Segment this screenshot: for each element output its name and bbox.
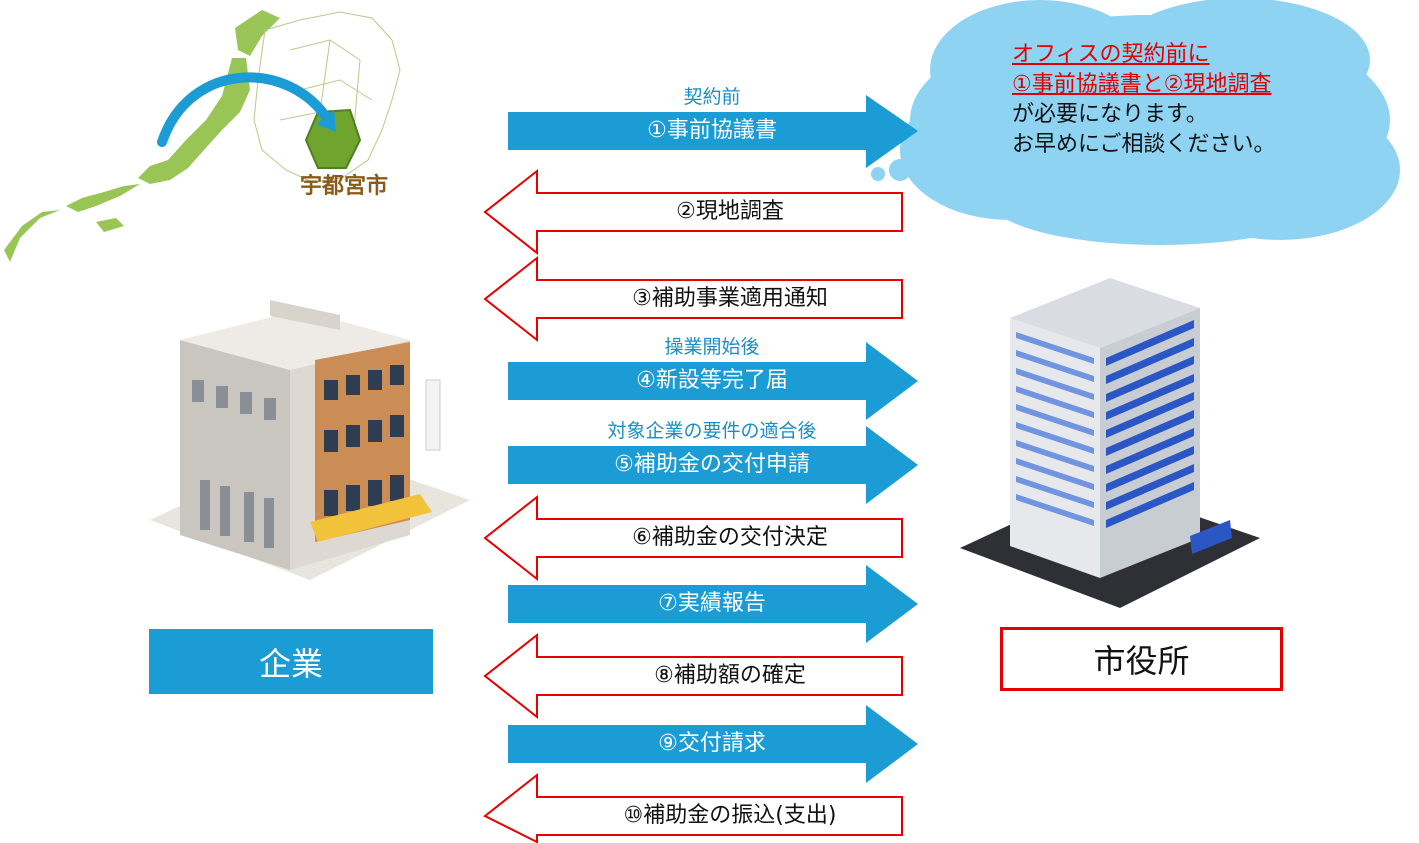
step-8-label: ⑧補助額の確定	[654, 663, 806, 688]
cloud-line-2: ①事前協議書と②現地調査	[1012, 72, 1272, 97]
step-5-label: ⑤補助金の交付申請	[614, 452, 810, 477]
company-building-icon	[150, 300, 470, 580]
caption-after-requirements-met: 対象企業の要件の適合後	[607, 420, 817, 442]
cloud-message: オフィスの契約前に ①事前協議書と②現地調査 が必要になります。 お早めにご相談…	[1012, 40, 1392, 160]
step-6-label: ⑥補助金の交付決定	[632, 525, 828, 550]
arrow-step-8	[483, 632, 903, 720]
cloud-line-1: オフィスの契約前に	[1012, 42, 1210, 67]
step-3-label: ③補助事業適用通知	[632, 286, 828, 311]
company-box: 企業	[149, 629, 433, 694]
arrow-step-7	[508, 565, 918, 643]
step-4-label: ④新設等完了届	[636, 368, 788, 393]
step-7-label: ⑦実績報告	[658, 591, 766, 616]
city-hall-building-icon	[960, 278, 1260, 608]
city-label: 宇都宮市	[300, 174, 389, 199]
japan-map-icon	[4, 10, 401, 262]
step-1-label: ①事前協議書	[647, 118, 777, 143]
arrow-step-9	[508, 705, 918, 783]
cloud-line-4: お早めにご相談ください。	[1012, 132, 1276, 157]
arrow-step-6	[483, 494, 903, 582]
cloud-line-3: が必要になります。	[1012, 102, 1208, 127]
company-label: 企業	[258, 644, 323, 683]
step-2-label: ②現地調査	[676, 199, 784, 224]
step-9-label: ⑨交付請求	[658, 731, 766, 756]
arrow-step-5	[508, 426, 918, 504]
arrow-step-3	[483, 255, 903, 343]
arrow-step-10	[483, 772, 903, 843]
caption-after-operation-start: 操業開始後	[664, 336, 760, 358]
step-10-label: ⑩補助金の振込(支出)	[623, 803, 837, 828]
arrow-step-2	[483, 168, 903, 256]
city-hall-label: 市役所	[1093, 642, 1190, 680]
arrow-step-1	[508, 95, 918, 168]
speech-cloud-icon	[871, 0, 1400, 245]
window-stripes	[1106, 320, 1194, 528]
city-hall-box: 市役所	[1000, 627, 1283, 691]
arrow-step-4	[508, 342, 918, 420]
caption-before-contract: 契約前	[683, 86, 741, 108]
